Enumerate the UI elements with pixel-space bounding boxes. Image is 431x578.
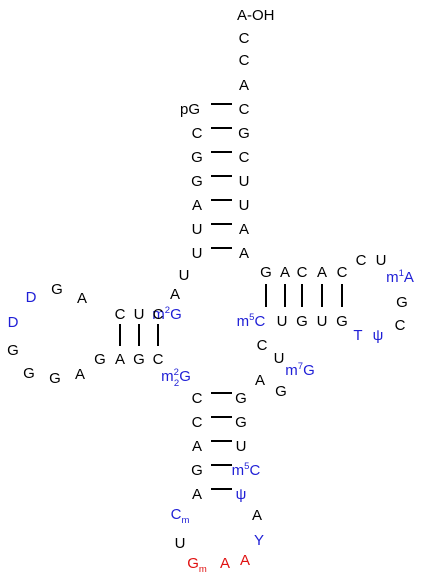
nucleotide-u12: U [134,306,145,323]
nucleotide-a38: A [252,507,262,524]
nucleotide-m2g10: m2G [152,305,181,323]
nucleotide-g3: G [191,149,203,166]
base-pair-bonds [119,103,343,490]
nucleotide-g53: G [336,313,348,330]
nucleotide-u52: U [317,313,328,330]
nucleotide-cm32: Cm [171,506,190,526]
nucleotide-c25: C [153,351,164,368]
nucleotide-u50: U [277,313,288,330]
nucleotide-g57: G [396,294,408,311]
nucleotide-gm34: Gm [187,555,207,575]
nucleotide-a66: A [239,245,249,262]
nucleotide-g43: G [235,390,247,407]
nucleotide-g15: G [51,281,63,298]
nucleotide-g20: G [49,370,61,387]
nucleotide-g24: G [133,351,145,368]
nucleotide-c60: C [356,252,367,269]
nucleotide-a67: A [239,221,249,238]
nucleotide-a62: A [317,264,327,281]
nucleotide-t54: T [353,327,362,344]
nucleotide-u68: U [239,197,250,214]
nucleotide-a21: A [75,366,85,383]
nucleotide-g30: G [191,462,203,479]
nucleotide-c74: C [239,52,250,69]
nucleotide-c11: C [153,306,164,323]
nucleotide-c13: C [115,306,126,323]
nucleotide-u69: U [239,173,250,190]
nucleotide-c61: C [337,264,348,281]
nucleotide-m5c49: m5C [237,312,266,330]
nucleotide-c75: C [239,30,250,47]
nucleotide-u6: U [192,221,203,238]
nucleotide-c27: C [192,390,203,407]
nucleotide-a23: A [115,351,125,368]
nucleotide-m1a58: m1A [386,268,414,286]
nucleotide-g18: G [7,342,19,359]
nucleotide-a36: A [240,552,250,569]
nucleotide-u7: U [192,245,203,262]
nucleotide-a31: A [192,486,202,503]
nucleotide-m5c40: m5C [232,461,261,479]
nucleotide-m7g46: m7G [285,361,314,379]
nucleotide-a73: A [239,77,249,94]
nucleotide-g42: G [235,414,247,431]
nucleotide-a9: A [170,286,180,303]
nucleotide-c2: C [192,125,203,142]
nucleotide-g71: G [238,125,250,142]
nucleotide-u33: U [175,535,186,552]
nucleotide-c28: C [192,414,203,431]
nucleotide-g19: G [23,365,35,382]
nucleotide-c72: C [239,101,250,118]
nucleotide-a5: A [192,197,202,214]
nucleotide-y37: Y [254,532,264,549]
nucleotide-u41: U [236,438,247,455]
nucleotide-a14: A [77,290,87,307]
nucleotide-g22: G [94,351,106,368]
nucleotide-a44: A [255,372,265,389]
nucleotide-c63: C [297,264,308,281]
nucleotide-g4: G [191,173,203,190]
nucleotide-pg: pG [180,101,200,118]
nucleotide-g65: G [260,264,272,281]
nucleotide-d17: D [8,314,19,331]
nucleotide-psi55: ψ [373,327,384,344]
nucleotide-c48: C [257,337,268,354]
nucleotide-c70: C [239,149,250,166]
nucleotide-c56: C [395,317,406,334]
nucleotide-g51: G [296,313,308,330]
nucleotide-u47: U [274,350,285,367]
nucleotide-a29: A [192,438,202,455]
nucleotide-u59: U [376,252,387,269]
nucleotide-aoh: A-OH [237,7,275,24]
nucleotide-g45: G [275,383,287,400]
nucleotide-psi39: ψ [236,486,247,503]
nucleotide-a35: A [220,555,230,572]
nucleotide-a64: A [280,264,290,281]
nucleotide-d16: D [26,289,37,306]
nucleotide-u8: U [179,267,190,284]
